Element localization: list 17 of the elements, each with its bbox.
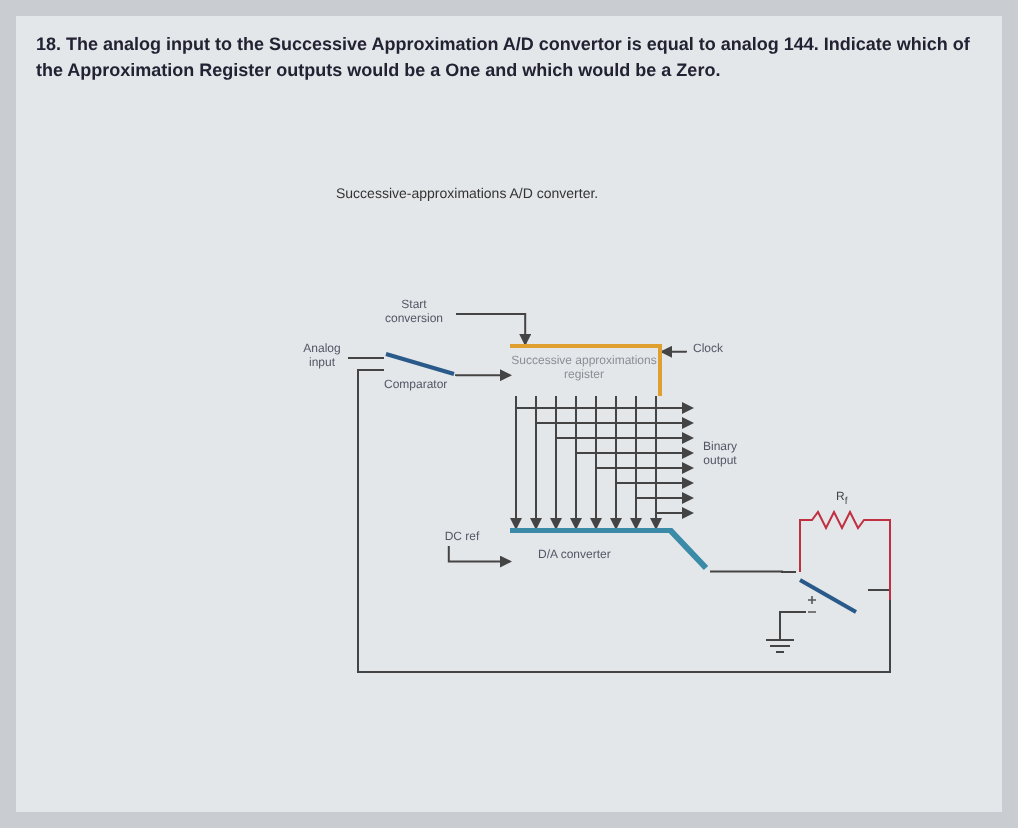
arrow bbox=[655, 395, 694, 519]
question-text: 18. The analog input to the Successive Approximation A/D convertor is equal to analog 144. Indicate which of the Approximation Register outputs would be a One and which would be a Zero. bbox=[36, 32, 972, 84]
connector-line bbox=[357, 369, 891, 673]
connector-line bbox=[709, 570, 797, 573]
arrow bbox=[635, 395, 694, 504]
arrow bbox=[555, 395, 694, 444]
register-block bbox=[510, 344, 662, 396]
arrow bbox=[455, 369, 512, 382]
arrow bbox=[447, 545, 512, 568]
arrow bbox=[515, 395, 694, 414]
arrow bbox=[455, 313, 532, 346]
arrow bbox=[595, 395, 694, 474]
arrow bbox=[615, 395, 694, 489]
arrow bbox=[575, 395, 694, 459]
arrow bbox=[535, 395, 694, 429]
connector-line bbox=[347, 357, 385, 359]
arrow bbox=[660, 345, 687, 358]
